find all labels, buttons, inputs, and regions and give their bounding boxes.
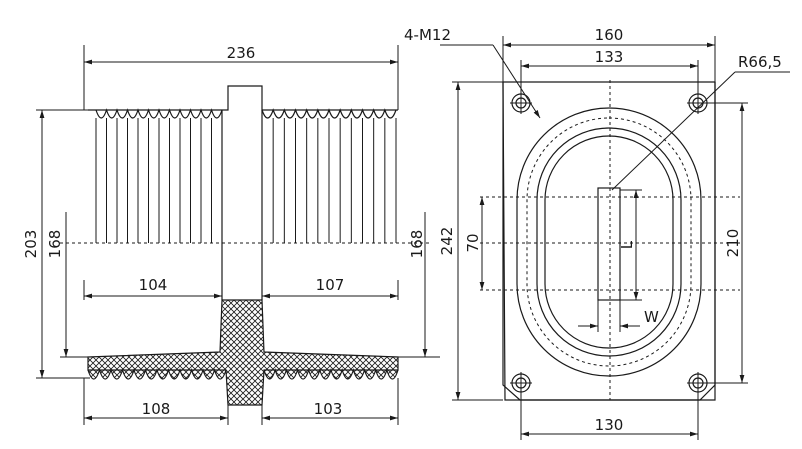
bolt-hole-bottom-right — [687, 372, 709, 394]
bolt-hole-top-left — [510, 92, 532, 114]
dim-107: 107 — [316, 276, 345, 294]
outer-oval — [516, 107, 702, 377]
dim-210: 210 — [724, 229, 742, 258]
dim-L: L — [618, 240, 636, 249]
lower-fins — [87, 367, 399, 380]
opening — [544, 135, 674, 349]
upper-left-fins — [95, 108, 223, 243]
dim-70: 70 — [464, 233, 482, 252]
dim-108: 108 — [142, 400, 171, 418]
section-view — [60, 85, 430, 406]
hatched-section — [87, 299, 399, 406]
dashed-oval — [526, 117, 692, 367]
dim-242: 242 — [438, 227, 456, 256]
dim-104: 104 — [139, 276, 168, 294]
dim-133: 133 — [595, 48, 624, 66]
plan-dimensions: 160 133 4-M12 R66,5 242 70 210 130 — [404, 26, 790, 440]
dim-168-right: 168 — [408, 230, 426, 259]
dim-160: 160 — [595, 26, 624, 44]
plan-view — [480, 80, 740, 401]
upper-right-fins — [261, 108, 397, 243]
dim-203: 203 — [22, 230, 40, 259]
radius-label: R66,5 — [738, 53, 782, 71]
flange-outline — [502, 81, 716, 401]
inner-oval — [536, 127, 682, 357]
dim-W: W — [644, 308, 659, 326]
holes-label: 4-M12 — [404, 26, 451, 44]
dim-103: 103 — [314, 400, 343, 418]
bolt-hole-bottom-left — [510, 372, 532, 394]
dim-168-left: 168 — [46, 230, 64, 259]
slot — [597, 187, 621, 301]
dim-130: 130 — [595, 416, 624, 434]
section-dimensions: 236 203 168 168 104 107 108 103 — [22, 44, 440, 425]
bolt-hole-top-right — [687, 92, 709, 114]
dim-236: 236 — [227, 44, 256, 62]
